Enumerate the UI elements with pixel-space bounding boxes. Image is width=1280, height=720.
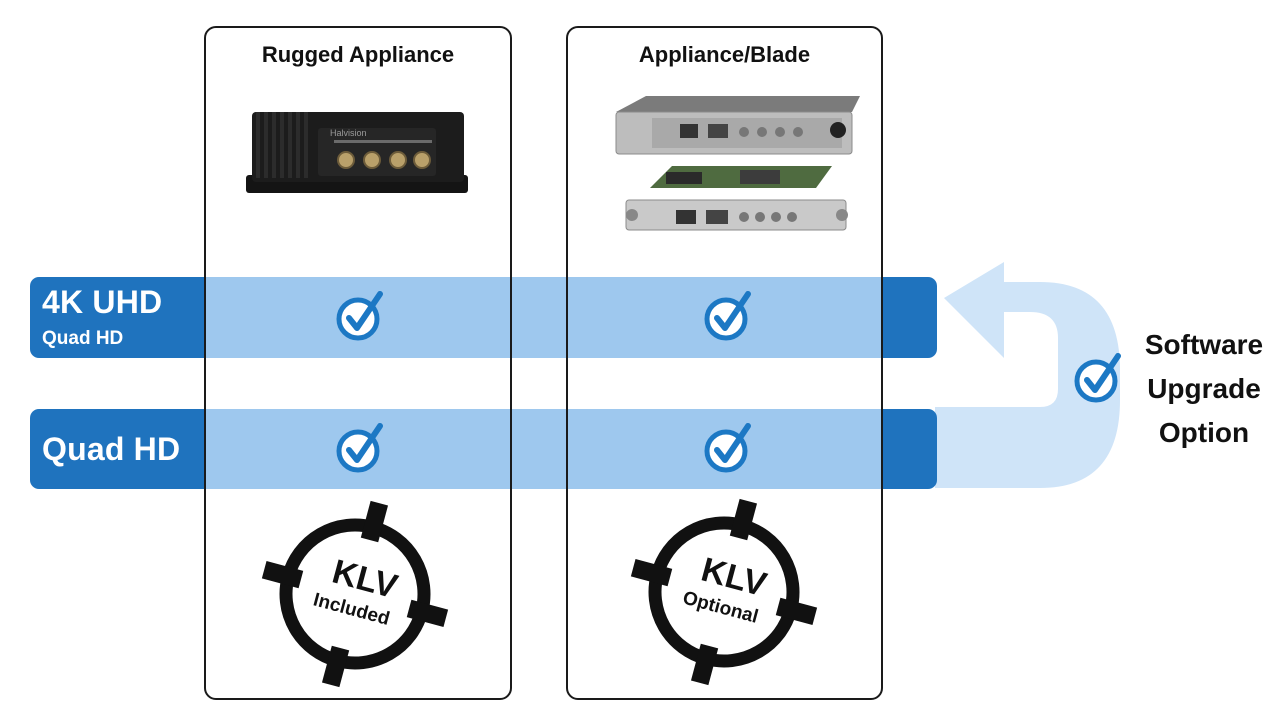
row-label-quad-hd: Quad HD [42,431,181,467]
rugged-appliance-image [246,112,468,193]
klv-reticle-icon-right [630,498,818,686]
side-line: Option [1158,417,1250,448]
check-icon-quad-right [704,423,751,473]
check-icon-upgrade [1074,353,1121,403]
check-icon-4k-right [704,291,751,341]
row-label-4k-uhd: 4K UHD [42,284,163,320]
side-line: Upgrade [1147,373,1261,404]
row-band-4k [30,277,937,358]
check-icon-4k-left [336,291,383,341]
check-icon-quad-left [336,423,383,473]
software-upgrade-option-text: Software Upgrade Option [1128,323,1280,455]
column-appliance-blade: Appliance/Blade [566,26,883,700]
row-sublabel-quad-hd: Quad HD [42,328,124,349]
column-title: Appliance/Blade [638,42,811,67]
column-rugged-appliance: Rugged Appliance [204,26,512,700]
side-line: Software [1144,329,1264,360]
row-band-quad [30,409,937,489]
column-title: Rugged Appliance [261,42,455,67]
device-brand-label: Halvision [330,128,367,138]
upgrade-arrow [935,262,1120,488]
appliance-blade-image [615,96,860,231]
klv-reticle-icon-left [261,500,449,688]
